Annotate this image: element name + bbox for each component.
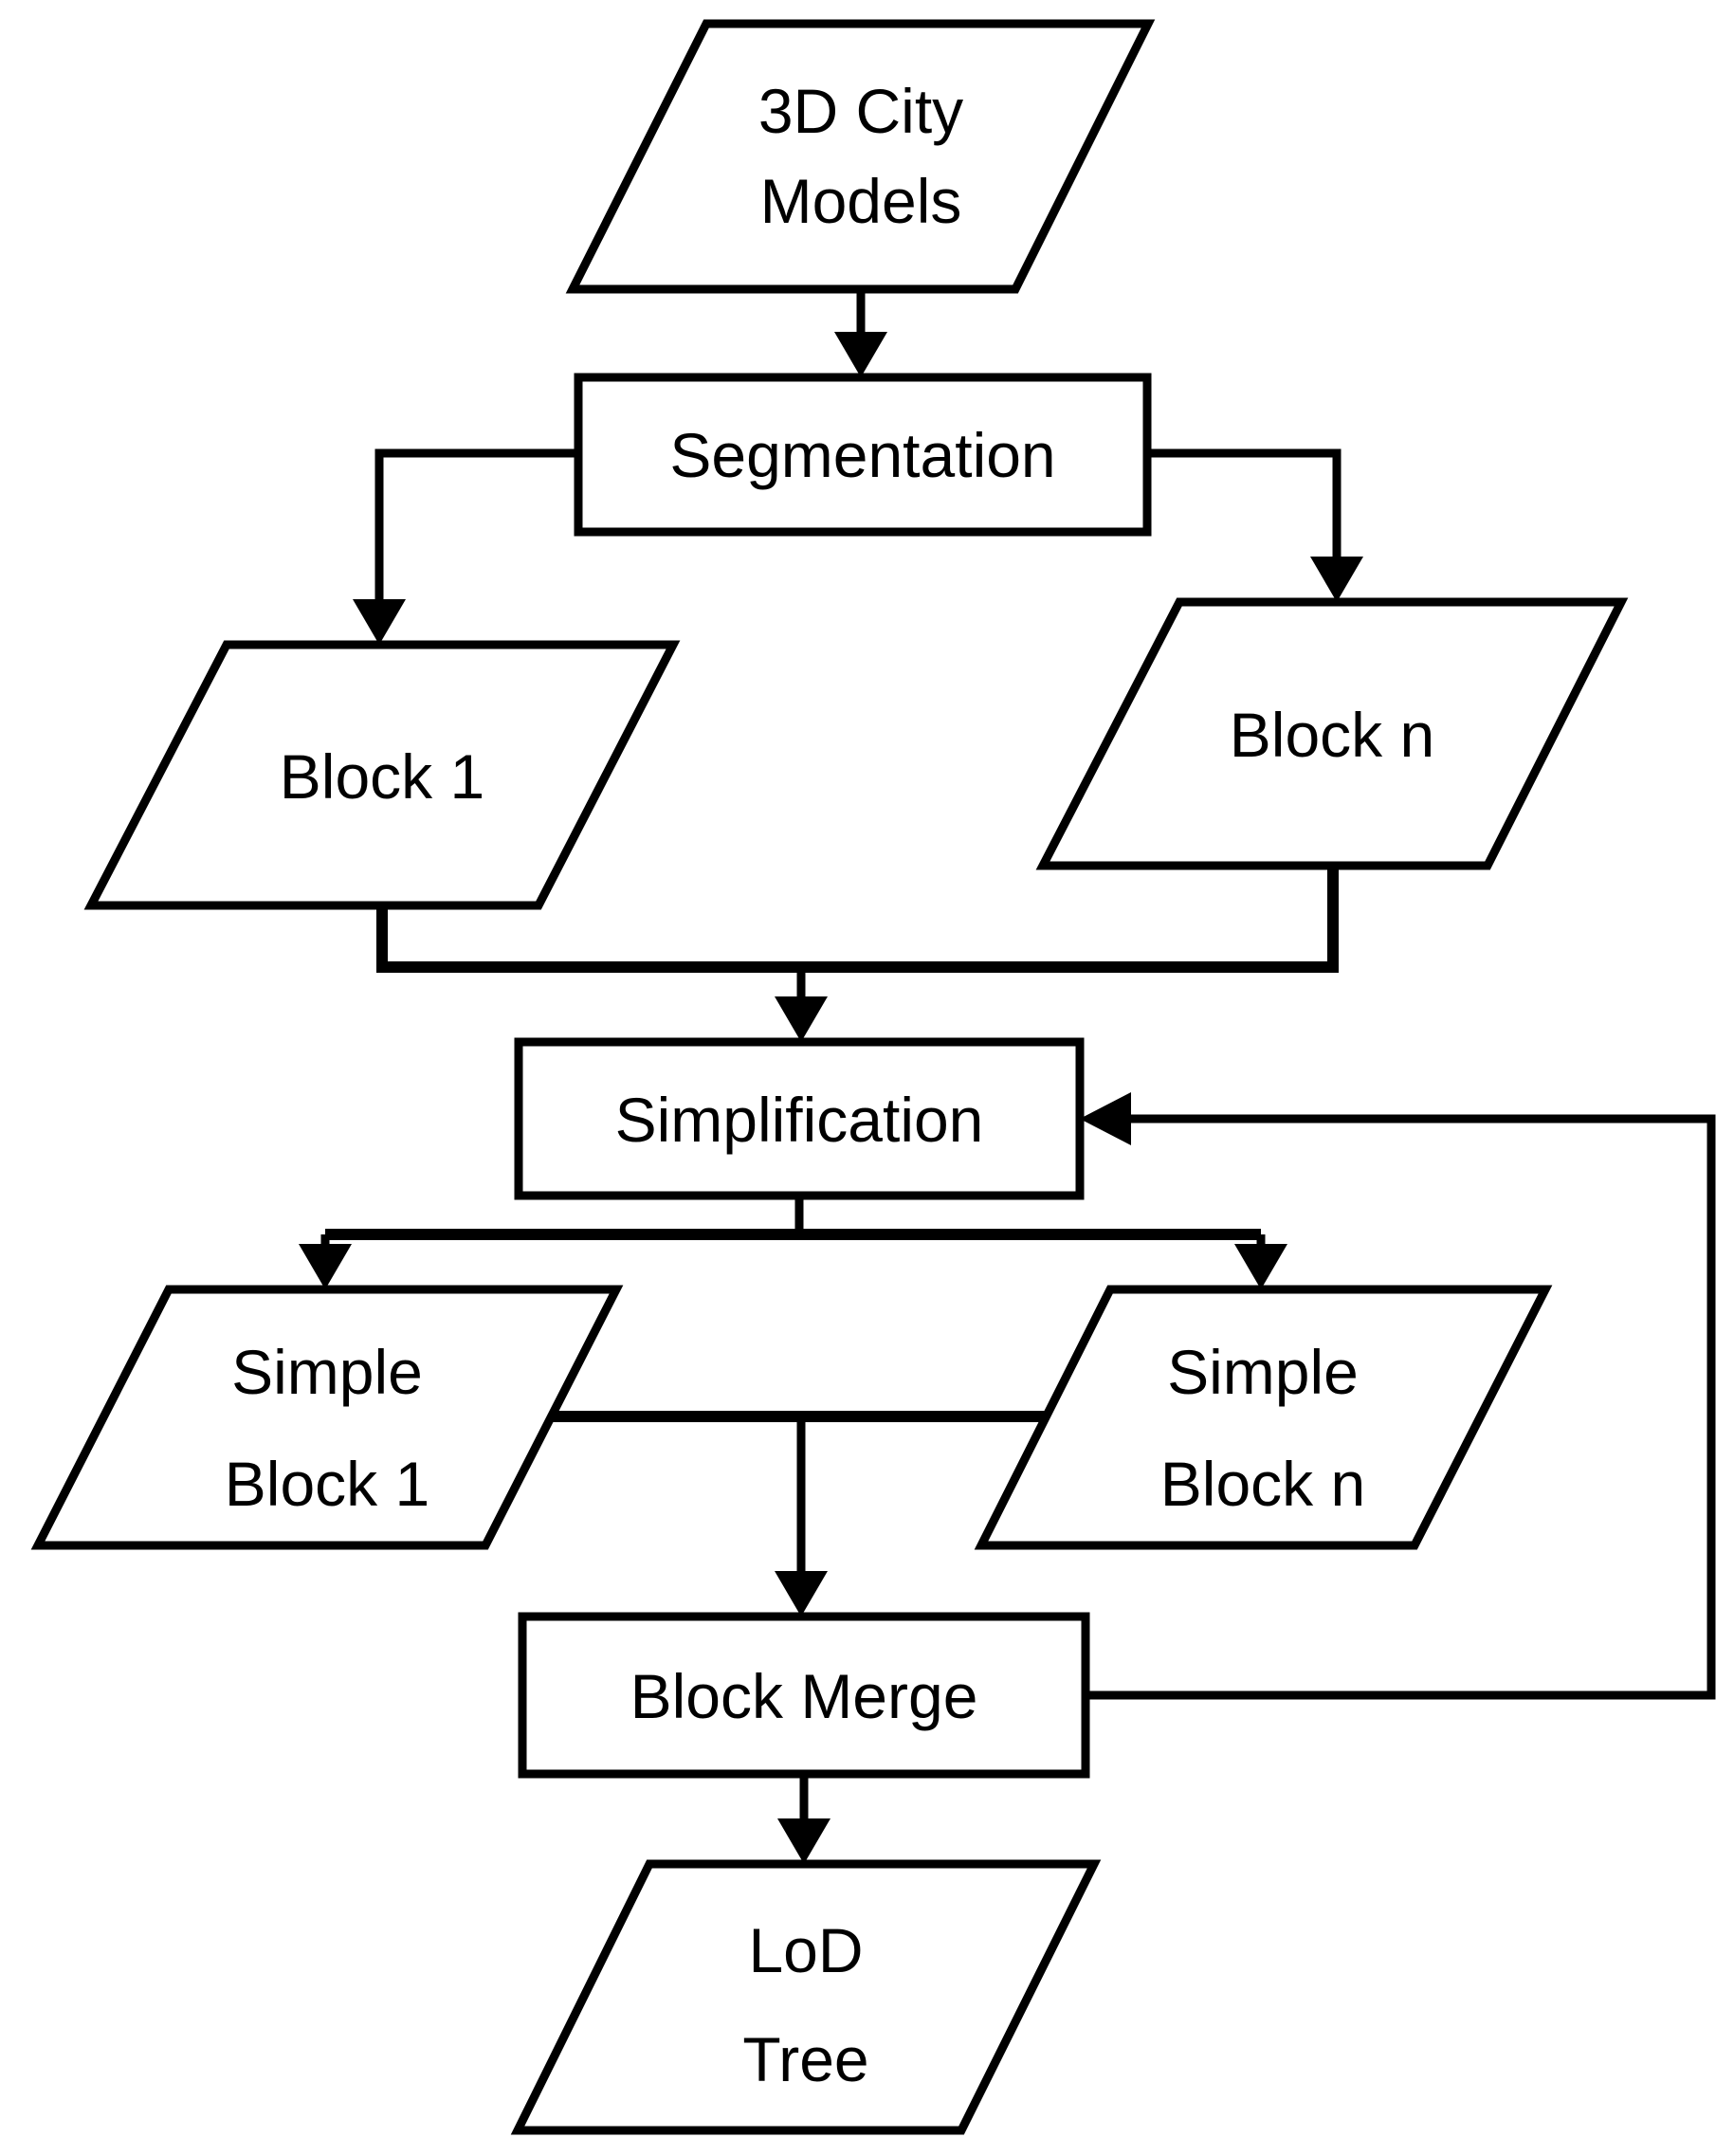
lod-tree-label-line1: LoD (748, 1915, 863, 1985)
arrow-segmentation-to-block-1 (353, 448, 578, 645)
arrowhead-down (834, 332, 887, 377)
block-merge-label: Block Merge (630, 1661, 978, 1731)
arrow-simple-blocks-to-block-merge (551, 1411, 1047, 1617)
arrowhead-down (353, 599, 406, 645)
arrow-simplification-to-simple-blocks (299, 1196, 1287, 1289)
node-simple-block-1: Simple Block 1 (30, 1285, 624, 1550)
simple-block-n-label-line2: Block n (1160, 1449, 1365, 1519)
simplification-label: Simplification (615, 1085, 984, 1155)
block-merge-rect (518, 1612, 1090, 1779)
segmentation-label: Segmentation (669, 420, 1055, 490)
node-segmentation: Segmentation (574, 373, 1152, 537)
arrowhead-down-left (299, 1244, 352, 1289)
node-city-models: 3D City Models (565, 19, 1156, 294)
arrow-block-merge-feedback-to-simplification (1080, 1092, 1716, 1700)
arrow-segmentation-to-block-n (1147, 448, 1363, 602)
arrowhead-down (775, 996, 828, 1042)
node-lod-tree: LoD Tree (510, 1859, 1102, 2135)
city-models-parallelogram (565, 19, 1156, 294)
node-block-n: Block n (1035, 597, 1629, 870)
simple-block-1-label-line2: Block 1 (225, 1449, 429, 1519)
node-block-1: Block 1 (83, 640, 681, 910)
simple-block-1-label-line1: Simple (231, 1337, 423, 1407)
segmentation-rect (574, 373, 1152, 537)
block-1-parallelogram (83, 640, 681, 910)
arrowhead-down (775, 1571, 828, 1617)
connector-line (1147, 448, 1342, 558)
arrowhead-down-right (1234, 1244, 1287, 1289)
city-models-label-line1: 3D City (758, 76, 963, 146)
connector-line (374, 448, 578, 601)
merge-bus-line (376, 866, 1339, 973)
block-n-parallelogram (1035, 597, 1629, 870)
arrowhead-down (777, 1818, 830, 1864)
simple-block-1-parallelogram (30, 1285, 624, 1550)
arrow-block-merge-to-lod-tree (777, 1774, 830, 1864)
block-n-label: Block n (1230, 700, 1434, 770)
node-block-merge: Block Merge (518, 1612, 1090, 1779)
lod-tree-parallelogram (510, 1859, 1102, 2135)
arrowhead-down (1310, 557, 1363, 602)
arrowhead-left (1080, 1092, 1131, 1145)
feedback-line (1086, 1114, 1716, 1700)
simple-block-n-parallelogram (974, 1285, 1553, 1550)
simplification-rect (514, 1037, 1085, 1200)
node-simplification: Simplification (514, 1037, 1085, 1200)
lod-tree-label-line2: Tree (742, 2024, 868, 2094)
node-simple-block-n: Simple Block n (974, 1285, 1553, 1550)
arrow-blocks-to-simplification (376, 866, 1339, 1042)
arrow-city-models-to-segmentation (834, 289, 887, 377)
city-models-label-line2: Models (760, 166, 962, 236)
block-1-label: Block 1 (280, 741, 484, 812)
simple-block-n-label-line1: Simple (1167, 1337, 1359, 1407)
